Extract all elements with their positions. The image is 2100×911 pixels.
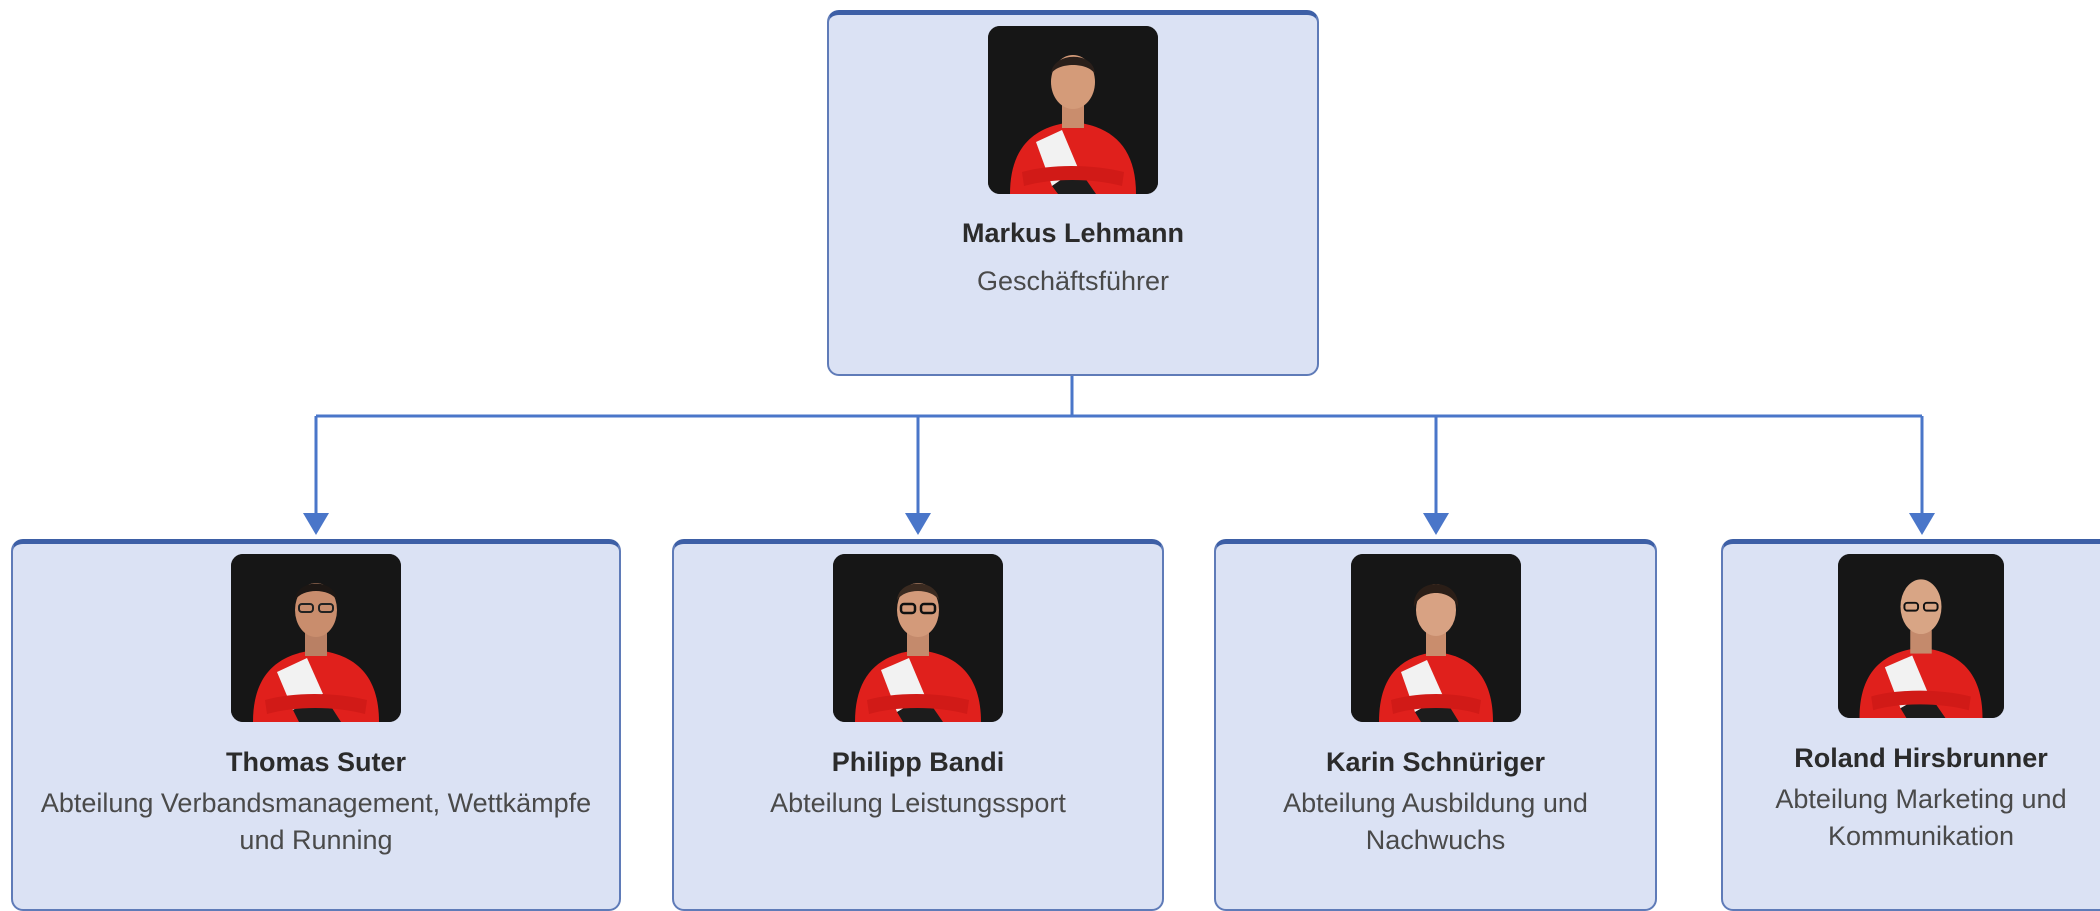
org-node-ceo: Markus Lehmann Geschäftsführer	[827, 10, 1319, 376]
portrait-photo	[1838, 554, 2004, 718]
person-name: Philipp Bandi	[831, 747, 1005, 777]
person-role: Abteilung Verbandsmanagement, Wettkämpfe…	[40, 788, 592, 855]
portrait-photo	[988, 26, 1158, 194]
person-role: Abteilung Ausbildung und Nachwuchs	[1283, 788, 1588, 855]
person-role: Geschäftsführer	[976, 266, 1170, 296]
person-name: Markus Lehmann	[961, 218, 1185, 248]
org-node-department: Roland Hirsbrunner Abteilung Marketing u…	[1721, 539, 2100, 911]
arrowhead-suter	[303, 513, 329, 535]
person-role: Abteilung Marketing und Kommunikation	[1775, 784, 2067, 851]
person-role: Abteilung Leistungssport	[770, 788, 1066, 818]
person-name: Thomas Suter	[225, 747, 407, 777]
connector-arrows	[303, 416, 1935, 535]
arrowhead-roland	[1909, 513, 1935, 535]
portrait-photo	[1350, 554, 1521, 722]
arrowhead-bandi	[905, 513, 931, 535]
person-name: Roland Hirsbrunner	[1794, 743, 2048, 773]
portrait-photo	[231, 554, 401, 722]
org-node-department: Karin Schnüriger Abteilung Ausbildung un…	[1214, 539, 1657, 911]
org-node-department: Thomas Suter Abteilung Verbandsmanagemen…	[11, 539, 621, 911]
person-name: Karin Schnüriger	[1325, 747, 1546, 777]
arrowhead-karin	[1423, 513, 1449, 535]
org-node-department: Philipp Bandi Abteilung Leistungssport	[672, 539, 1164, 911]
portrait-photo	[833, 554, 1003, 722]
